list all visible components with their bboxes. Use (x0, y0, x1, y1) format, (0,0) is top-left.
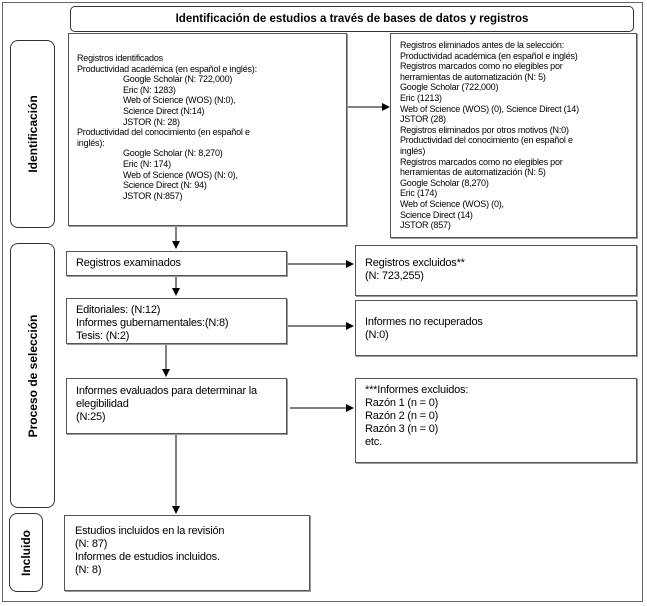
box-line: JSTOR (857) (400, 220, 451, 231)
box-line: Science Direct (N: 94) (123, 180, 207, 191)
box-line: Google Scholar (N: 722,000) (123, 74, 233, 85)
box-line: inglés) (400, 145, 426, 156)
diagram-title: Identificación de estudios a través de b… (70, 6, 634, 32)
box-line: Web of Science (WOS) (N:0), (123, 95, 236, 106)
box-line: Eric (1213) (400, 92, 442, 103)
box-line: JSTOR (N: 28) (123, 116, 180, 127)
box-line: (N: 723,255) (365, 270, 424, 282)
box-line: Razón 3 (n = 0) (365, 423, 439, 435)
box-line: Registros eliminados por otros motivos (… (400, 124, 569, 135)
box-line: Productividad académica (en español e in… (400, 50, 578, 61)
box-line: Registros identificados (77, 53, 163, 63)
box-line: Estudios incluidos en la revisión (75, 525, 225, 537)
box-line: Razón 2 (n = 0) (365, 410, 439, 422)
box-line: Informes no recuperados (365, 316, 483, 328)
box-line: Informes gubernamentales:(N:8) (76, 317, 229, 329)
box-line: JSTOR (28) (400, 114, 446, 125)
box-line: Registros marcados como no elegibles por (400, 61, 563, 72)
box-line: (N:25) (76, 411, 106, 423)
records-identified-box: Registros identificados Productividad ac… (68, 33, 347, 226)
box-line: Tesis: (N:2) (76, 330, 130, 342)
box-line: Science Direct (14) (400, 209, 473, 220)
box-line: Registros marcados como no elegibles por (400, 156, 563, 167)
box-line: Productividad académica (en español e in… (77, 63, 257, 74)
box-line: inglés): (77, 137, 105, 148)
reports-not-retrieved-box: Informes no recuperados (N:0) (355, 300, 637, 356)
reports-sought-box: Editoriales: (N:12) Informes gubernament… (66, 298, 287, 344)
records-removed-box: Registros eliminados antes de la selecci… (390, 33, 637, 238)
box-line: ***Informes excluidos: (365, 384, 469, 396)
box-line: (N:0) (365, 329, 389, 341)
box-line: elegibilidad (76, 398, 129, 410)
reports-excluded-box: ***Informes excluidos: Razón 1 (n = 0) R… (355, 378, 637, 463)
box-line: Editoriales: (N:12) (76, 304, 161, 316)
records-excluded-box: Registros excluidos** (N: 723,255) (355, 245, 637, 296)
box-line: Productividad del conocimiento (en españ… (400, 135, 573, 146)
box-line: Razón 1 (n = 0) (365, 397, 439, 409)
box-line: Science Direct (N:14) (123, 105, 205, 116)
phase-identification: Identificación (10, 40, 55, 228)
box-line: etc. (365, 436, 382, 448)
box-line: Eric (174) (400, 188, 438, 199)
studies-included-box: Estudios incluidos en la revisión (N: 87… (64, 515, 310, 591)
box-line: herramientas de automatización (N: 5) (400, 71, 546, 82)
box-line: Web of Science (WOS) (0), Science Direct… (400, 103, 579, 114)
box-line: Productividad del conocimiento (en españ… (77, 127, 250, 138)
reports-assessed-box: Informes evaluados para determinar la el… (66, 378, 287, 434)
box-line: Google Scholar (722,000) (400, 82, 499, 93)
box-line: Google Scholar (N: 8,270) (123, 148, 223, 159)
box-line: Eric (N: 174) (123, 158, 171, 169)
box-line: Web of Science (WOS) (N: 0), (123, 169, 238, 180)
box-line: (N: 87) (75, 538, 108, 550)
box-line: Web of Science (WOS) (0), (400, 198, 504, 209)
box-line: Informes evaluados para determinar la (76, 385, 257, 397)
box-line: Registros eliminados antes de la selecci… (400, 40, 564, 50)
box-line: herramientas de automatización (N: 5) (400, 167, 546, 178)
phase-screening: Proceso de selección (10, 243, 55, 508)
box-line: JSTOR (N:857) (123, 190, 183, 201)
box-line: Registros examinados (76, 257, 181, 269)
box-line: Google Scholar (8,270) (400, 177, 489, 188)
box-line: (N: 8) (75, 564, 102, 576)
box-line: Registros excluidos** (365, 257, 465, 269)
phase-included: Incluido (9, 513, 43, 592)
box-line: Eric (N: 1283) (123, 84, 176, 95)
records-screened-box: Registros examinados (66, 251, 287, 276)
box-line: Informes de estudios incluidos. (75, 551, 220, 563)
